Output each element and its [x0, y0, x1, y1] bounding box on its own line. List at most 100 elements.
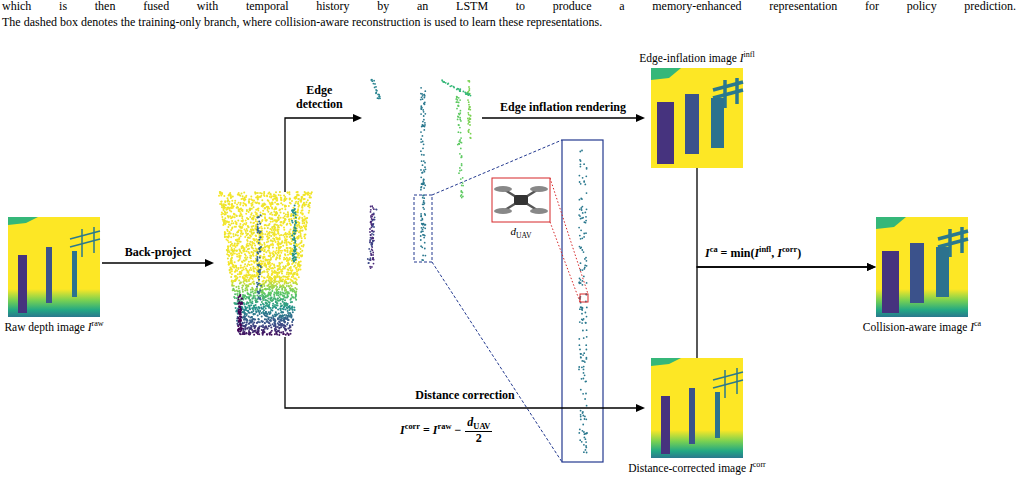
point [262, 330, 264, 332]
point [263, 263, 265, 265]
depth-image [8, 217, 100, 317]
point [223, 208, 225, 210]
point [288, 191, 290, 193]
point [278, 281, 280, 283]
point [267, 294, 269, 296]
point [257, 318, 259, 320]
point [285, 214, 287, 216]
point [289, 236, 291, 238]
point [242, 333, 244, 335]
point [292, 235, 294, 237]
point [253, 261, 255, 263]
point-cloud [218, 191, 313, 336]
point [302, 213, 304, 215]
point [254, 305, 256, 307]
point [236, 256, 238, 258]
point [271, 287, 273, 289]
point [287, 211, 289, 213]
point [235, 278, 237, 280]
point [269, 311, 271, 313]
point [298, 218, 300, 220]
point [237, 194, 239, 196]
point [253, 225, 255, 227]
point [247, 293, 249, 295]
point [290, 215, 292, 217]
point [238, 209, 240, 211]
point [245, 196, 247, 198]
point [278, 271, 280, 273]
point [259, 289, 261, 291]
point [274, 329, 276, 331]
point [242, 294, 244, 296]
point [276, 300, 278, 302]
point [237, 268, 239, 270]
point [289, 222, 291, 224]
point [266, 206, 268, 208]
point [234, 297, 236, 299]
point [250, 299, 252, 301]
point [280, 269, 282, 271]
point [264, 227, 266, 229]
depth-pole [936, 247, 949, 297]
point [262, 236, 264, 238]
point [230, 249, 232, 251]
point [235, 266, 237, 268]
point [228, 264, 230, 266]
point [250, 269, 252, 271]
point [289, 198, 291, 200]
point [231, 205, 233, 207]
point [273, 280, 275, 282]
point [245, 279, 247, 281]
point [272, 240, 274, 242]
point [272, 199, 274, 201]
point [228, 241, 230, 243]
point [221, 216, 223, 218]
point [257, 243, 259, 245]
point [278, 330, 280, 332]
point [265, 312, 267, 314]
point [274, 315, 276, 317]
point [294, 264, 296, 266]
point [227, 233, 229, 235]
point [221, 201, 223, 203]
point [287, 278, 289, 280]
point [271, 202, 273, 204]
point [295, 267, 297, 269]
point [230, 253, 232, 255]
point [271, 288, 273, 290]
point [267, 275, 269, 277]
point [258, 203, 260, 205]
point [294, 233, 296, 235]
point [247, 226, 249, 228]
point [279, 262, 281, 264]
point [265, 319, 267, 321]
point [275, 191, 277, 193]
point [276, 304, 278, 306]
point [261, 233, 263, 235]
point [279, 257, 281, 259]
point [238, 280, 240, 282]
point [242, 289, 244, 291]
point [265, 289, 267, 291]
point [274, 267, 276, 269]
point [289, 325, 291, 327]
point [261, 228, 263, 230]
point [271, 263, 273, 265]
depth-image [651, 358, 743, 458]
point [290, 314, 292, 316]
point [284, 328, 286, 330]
point [227, 226, 229, 228]
point [221, 214, 223, 216]
point [267, 261, 269, 263]
point [275, 307, 277, 309]
point [228, 201, 230, 203]
point [230, 229, 232, 231]
point [260, 304, 262, 306]
point [231, 203, 233, 205]
point [270, 292, 272, 294]
point [249, 243, 251, 245]
point [229, 269, 231, 271]
point [280, 242, 282, 244]
point [264, 322, 266, 324]
point [267, 318, 269, 320]
